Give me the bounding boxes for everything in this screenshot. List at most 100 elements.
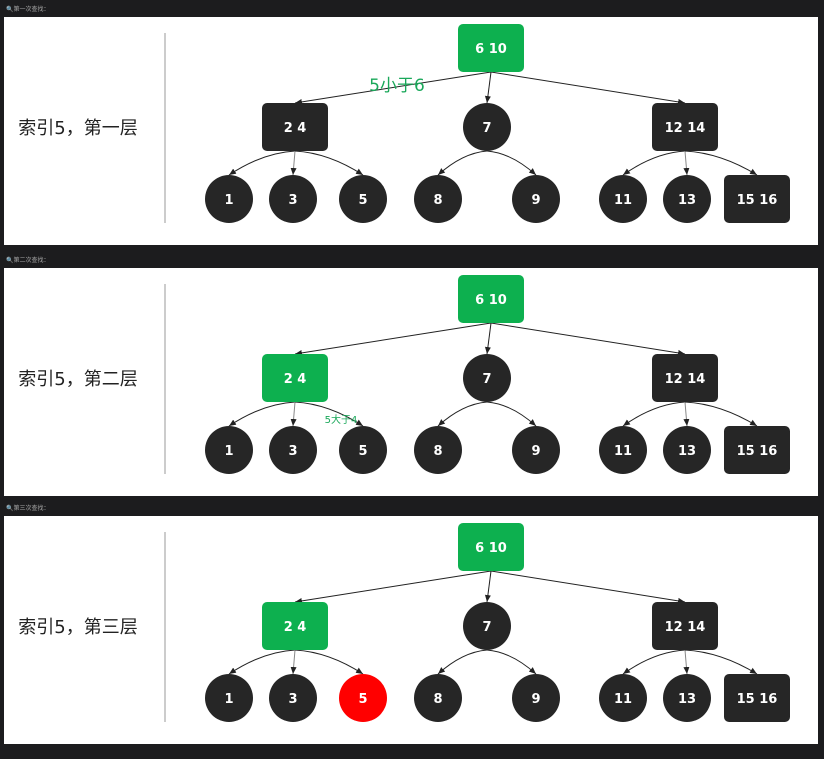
tree-edge <box>486 649 537 675</box>
node-value: 9 <box>531 193 540 208</box>
tree-edge <box>622 649 686 675</box>
node-value: 15 16 <box>737 444 778 459</box>
node-circle <box>663 674 711 722</box>
panel-caption: 🔍第一次查找： <box>6 6 50 13</box>
tree-edge <box>228 401 296 427</box>
node-value: 2 4 <box>284 372 307 387</box>
node-box <box>652 103 718 151</box>
tree-node-n7: 7 <box>463 354 511 402</box>
tree-node-l3: 3 <box>269 426 317 474</box>
tree-edge <box>294 71 492 105</box>
node-value: 2 4 <box>284 620 307 635</box>
tree-node-l9: 9 <box>512 175 560 223</box>
tree-edge <box>683 150 690 176</box>
tree-node-l8: 8 <box>414 426 462 474</box>
level-label: 索引5，第二层 <box>18 369 137 390</box>
tree-edge <box>683 401 690 427</box>
node-value: 11 <box>614 692 632 707</box>
tree-node-root: 6 10 <box>458 275 524 323</box>
node-circle <box>205 674 253 722</box>
node-circle <box>463 354 511 402</box>
tree-node-l1: 1 <box>205 674 253 722</box>
tree-edge <box>490 570 686 604</box>
node-value: 2 4 <box>284 121 307 136</box>
node-value: 1 <box>224 444 233 459</box>
tree-node-l8: 8 <box>414 674 462 722</box>
node-box <box>652 602 718 650</box>
node-value: 5 <box>358 692 367 707</box>
node-circle <box>339 426 387 474</box>
tree-node-l8: 8 <box>414 175 462 223</box>
node-circle <box>269 426 317 474</box>
node-box <box>458 275 524 323</box>
node-circle <box>512 175 560 223</box>
node-circle <box>414 175 462 223</box>
tree-node-l13: 13 <box>663 426 711 474</box>
tree-node-l5: 5 <box>339 426 387 474</box>
node-value: 13 <box>678 193 696 208</box>
tree-node-l9: 9 <box>512 426 560 474</box>
tree-edge <box>290 150 297 176</box>
node-value: 11 <box>614 193 632 208</box>
node-circle <box>663 175 711 223</box>
node-circle <box>205 175 253 223</box>
tree-node-l13: 13 <box>663 175 711 223</box>
node-value: 1 <box>224 193 233 208</box>
node-value: 15 16 <box>737 692 778 707</box>
tree-edge <box>486 150 537 176</box>
tree-node-n1214: 12 14 <box>652 103 718 151</box>
node-value: 7 <box>482 372 491 387</box>
node-value: 6 10 <box>475 293 507 308</box>
node-circle <box>599 175 647 223</box>
node-circle <box>339 175 387 223</box>
panel-caption: 🔍第二次查找： <box>6 257 50 264</box>
tree-edge <box>486 401 537 427</box>
level-label: 索引5，第一层 <box>18 118 137 139</box>
node-value: 8 <box>433 193 442 208</box>
node-circle <box>269 175 317 223</box>
node-circle <box>599 426 647 474</box>
node-value: 12 14 <box>665 620 706 635</box>
node-value: 9 <box>531 444 540 459</box>
node-box <box>724 674 790 722</box>
node-value: 6 10 <box>475 541 507 556</box>
node-value: 12 14 <box>665 121 706 136</box>
tree-edge <box>228 649 296 675</box>
tree-node-l3: 3 <box>269 674 317 722</box>
node-circle <box>512 426 560 474</box>
node-circle <box>463 103 511 151</box>
node-circle <box>463 602 511 650</box>
tree-node-l11: 11 <box>599 175 647 223</box>
node-circle <box>205 426 253 474</box>
tree-node-n7: 7 <box>463 602 511 650</box>
tree-edge <box>684 649 758 675</box>
node-box <box>458 523 524 571</box>
node-box <box>724 175 790 223</box>
node-value: 5 <box>358 444 367 459</box>
tree-edge <box>684 150 758 176</box>
tree-edge <box>484 570 492 603</box>
level-label: 索引5，第三层 <box>18 617 137 638</box>
node-circle <box>599 674 647 722</box>
tree-node-n1214: 12 14 <box>652 354 718 402</box>
node-value: 1 <box>224 692 233 707</box>
node-value: 3 <box>288 444 297 459</box>
tree-edge <box>484 71 492 104</box>
comparison-annotation: 5小于6 <box>369 76 425 96</box>
node-value: 5 <box>358 193 367 208</box>
comparison-annotation: 5大于4 <box>325 413 358 426</box>
tree-node-root: 6 10 <box>458 24 524 72</box>
tree-node-l9: 9 <box>512 674 560 722</box>
node-box <box>458 24 524 72</box>
tree-node-n24: 2 4 <box>262 354 328 402</box>
tree-edge <box>294 570 492 604</box>
tree-edge <box>684 401 758 427</box>
node-box <box>262 354 328 402</box>
tree-node-l1: 1 <box>205 426 253 474</box>
tree-edge <box>683 649 690 675</box>
